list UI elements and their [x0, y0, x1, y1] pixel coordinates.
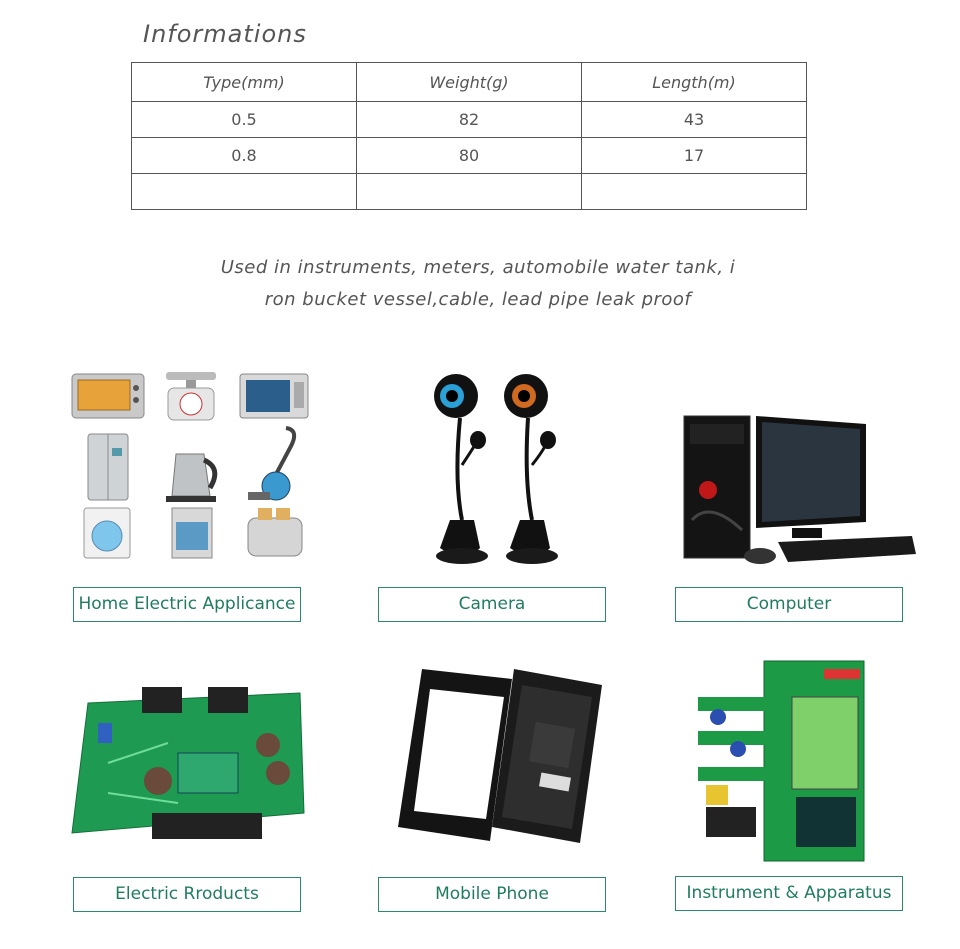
cell-length: [581, 173, 807, 210]
label-home-appliance: Home Electric Applicance: [73, 587, 301, 622]
header-weight: Weight(g): [356, 62, 582, 102]
desktop-computer-icon: [680, 410, 920, 570]
label-instrument-apparatus: Instrument & Apparatus: [675, 876, 903, 911]
mobile-phone-parts-icon: [394, 665, 606, 845]
cell-length: 17: [581, 137, 807, 174]
table-row: 0.5 82 43: [131, 101, 807, 138]
cell-weight: 82: [356, 101, 582, 138]
label-electric-products: Electric Rroducts: [73, 877, 301, 912]
usage-line-1: Used in instruments, meters, automobile …: [220, 257, 736, 278]
cell-type: 0.5: [131, 101, 357, 138]
label-mobile-phone: Mobile Phone: [378, 877, 606, 912]
cell-length: 43: [581, 101, 807, 138]
table-header-row: Type(mm) Weight(g) Length(m): [131, 62, 807, 102]
usage-description: Used in instruments, meters, automobile …: [140, 252, 816, 316]
webcam-icon: [420, 370, 570, 570]
info-title: Informations: [143, 20, 307, 48]
label-computer: Computer: [675, 587, 903, 622]
header-length: Length(m): [581, 62, 807, 102]
home-appliances-icon: [68, 368, 310, 563]
cell-type: [131, 173, 357, 210]
table-row: 0.8 80 17: [131, 137, 807, 174]
label-camera: Camera: [378, 587, 606, 622]
cell-type: 0.8: [131, 137, 357, 174]
header-type: Type(mm): [131, 62, 357, 102]
info-table: Type(mm) Weight(g) Length(m) 0.5 82 43 0…: [131, 62, 807, 210]
table-row: [131, 173, 807, 210]
instrument-board-icon: [694, 657, 870, 867]
cell-weight: 80: [356, 137, 582, 174]
cell-weight: [356, 173, 582, 210]
circuit-board-icon: [68, 683, 308, 853]
usage-line-2: ron bucket vessel,cable, lead pipe leak …: [264, 289, 692, 310]
